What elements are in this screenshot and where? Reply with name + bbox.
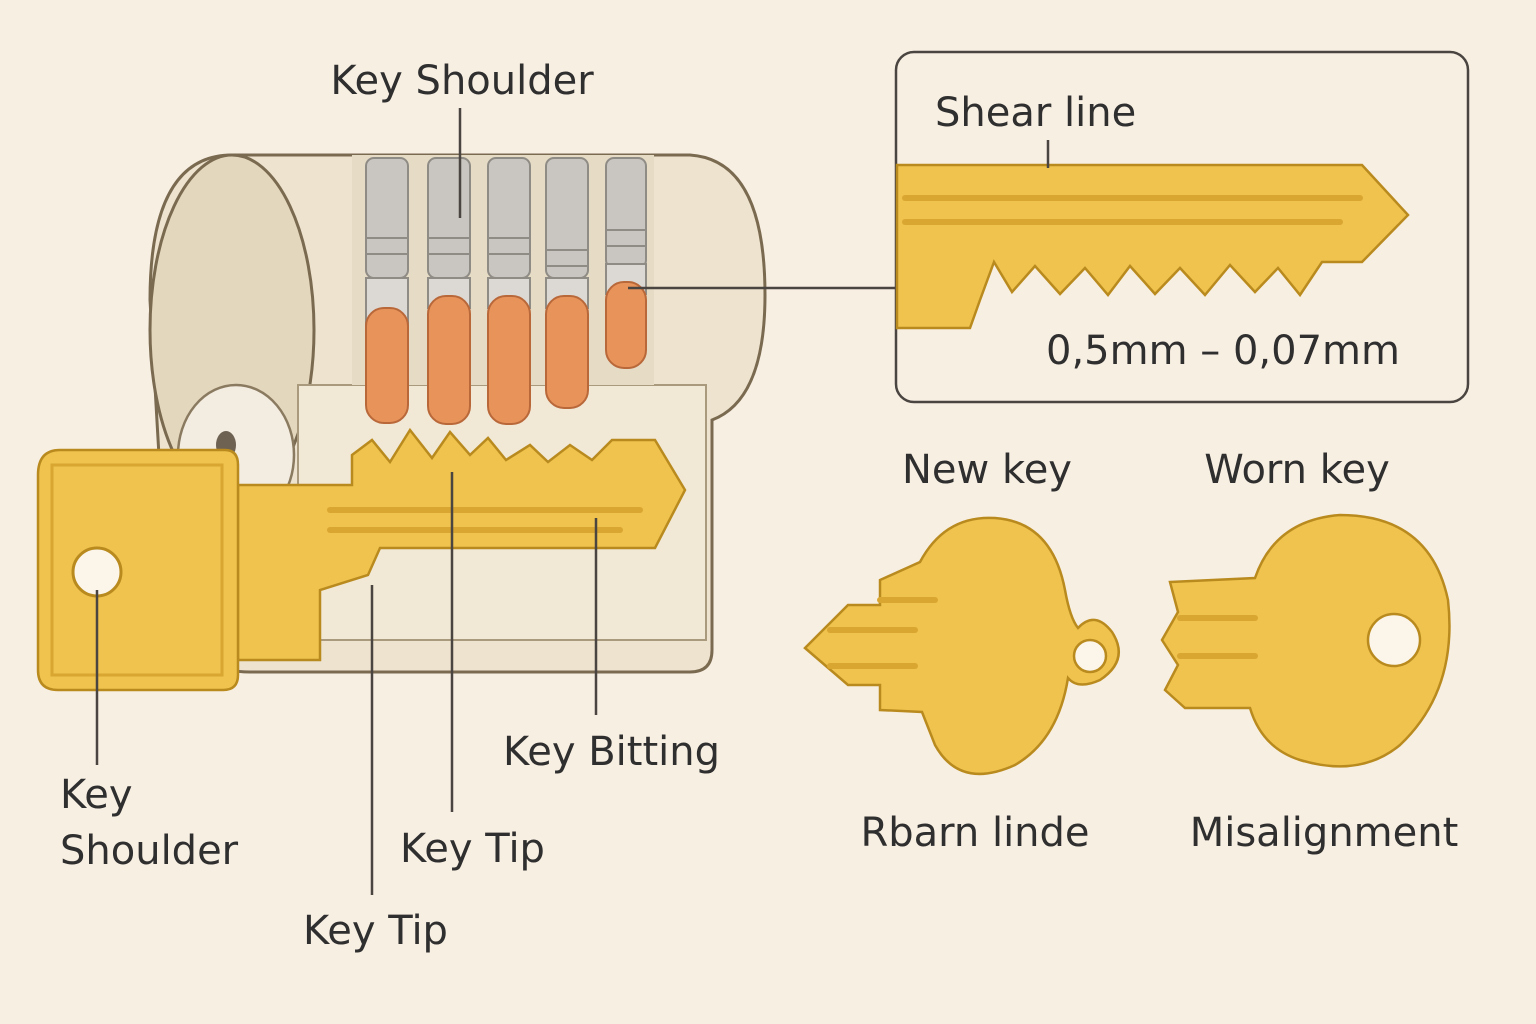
pin-stack-2: [427, 157, 471, 425]
label-key-tip-middle: Key Tip: [400, 826, 545, 872]
label-new-key: New key: [902, 447, 1072, 493]
inserted-key: [36, 427, 687, 692]
pin-stack-1: [365, 157, 409, 424]
label-worn-key: Worn key: [1204, 447, 1390, 493]
pin-stack-5: [605, 157, 647, 369]
shear-line-inset: Shear line 0,5mm – 0,07mm: [894, 50, 1470, 404]
label-key-shoulder-top: Key Shoulder: [330, 58, 594, 104]
label-worn-key-caption: Misalignment: [1190, 810, 1459, 856]
label-shear-line: Shear line: [935, 90, 1136, 136]
label-key-bitting: Key Bitting: [503, 729, 720, 775]
label-key-tip-bottom: Key Tip: [303, 908, 448, 954]
label-key-shoulder-left-line2: Shoulder: [60, 828, 239, 874]
label-key-shoulder-left-line1: Key: [60, 772, 133, 818]
worn-key: [1160, 513, 1451, 768]
label-new-key-caption: Rbarn linde: [860, 810, 1089, 856]
pin-stack-4: [545, 157, 589, 409]
label-tolerance: 0,5mm – 0,07mm: [1046, 328, 1400, 374]
pin-stacks: [365, 157, 647, 425]
pin-stack-3: [487, 157, 531, 425]
new-key: [803, 516, 1120, 776]
